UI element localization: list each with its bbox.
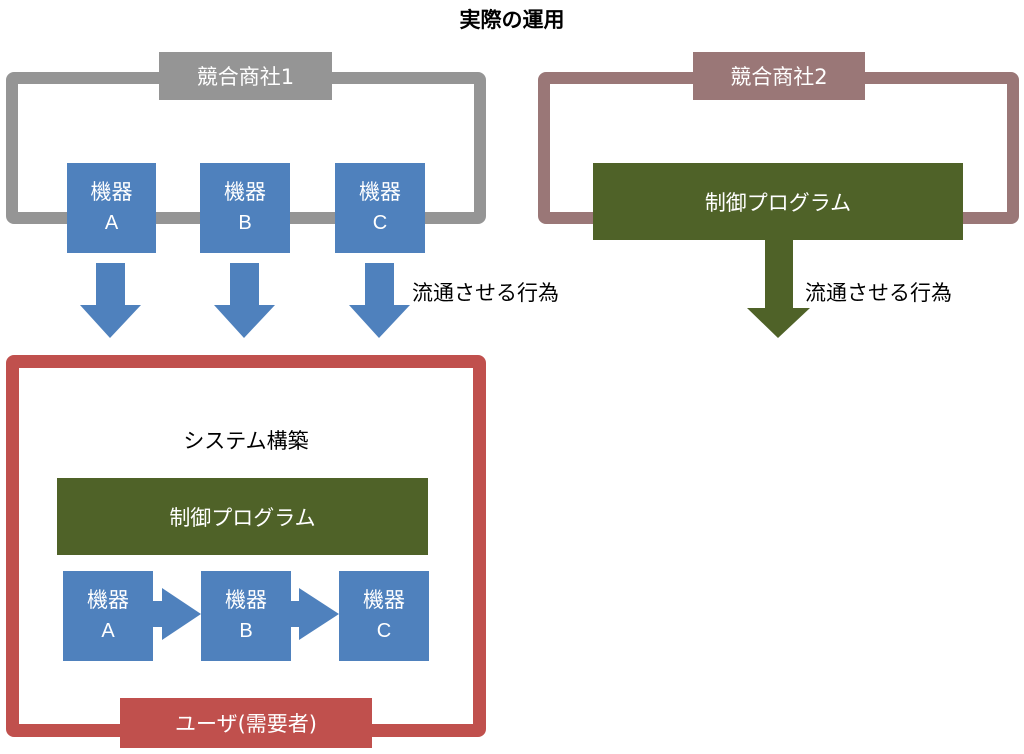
competitor2-flow-caption: 流通させる行為	[805, 281, 952, 305]
device-name: 機器	[224, 180, 266, 204]
device-letter: B	[238, 212, 252, 234]
device-letter: A	[104, 212, 119, 234]
competitor2-label: 競合商社2	[693, 52, 865, 100]
right-arrow-b-to-c	[291, 588, 339, 640]
device-letter: A	[101, 620, 115, 642]
device-letter: C	[372, 212, 388, 234]
device-letter: B	[239, 620, 253, 642]
competitor1-label: 競合商社1	[159, 52, 332, 100]
device-name: 機器	[363, 588, 405, 612]
user-label: ユーザ(需要者)	[120, 698, 372, 748]
user-device-b: 機器 B	[201, 571, 291, 661]
competitor1-flow-caption: 流通させる行為	[412, 281, 559, 305]
competitor2-program-box: 制御プログラム	[593, 163, 963, 240]
device-name: 機器	[359, 180, 401, 204]
down-arrow-b	[214, 263, 275, 338]
competitor1-device-a: 機器 A	[67, 163, 156, 253]
user-device-c: 機器 C	[339, 571, 429, 661]
down-arrow-c	[349, 263, 410, 338]
device-name: 機器	[90, 180, 133, 204]
diagram-title: 実際の運用	[459, 8, 565, 32]
user-device-a: 機器 A	[63, 571, 153, 661]
device-name: 機器	[87, 588, 129, 612]
down-arrow-program	[747, 240, 810, 338]
device-letter: C	[376, 620, 392, 642]
device-name: 機器	[225, 588, 267, 612]
system-title: システム構築	[183, 429, 309, 453]
competitor1-device-c: 機器 C	[335, 163, 425, 253]
user-program-box: 制御プログラム	[57, 478, 428, 555]
competitor1-device-b: 機器 B	[200, 163, 290, 253]
right-arrow-a-to-b	[153, 588, 201, 640]
down-arrow-a	[80, 263, 141, 338]
